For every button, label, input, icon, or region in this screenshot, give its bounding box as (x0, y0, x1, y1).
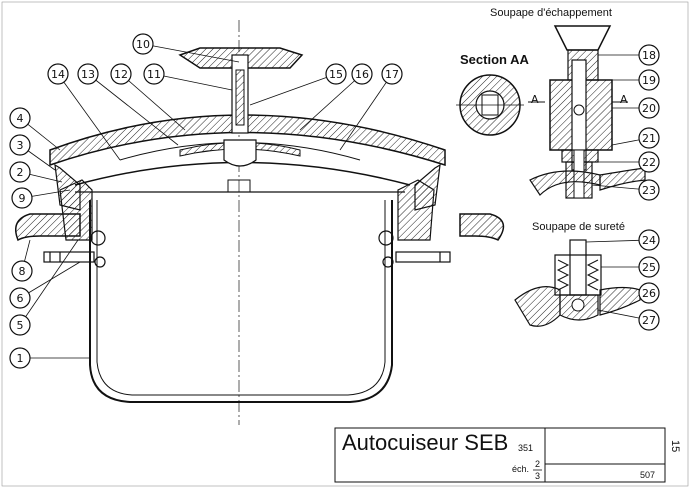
callout-number: 21 (642, 132, 656, 145)
callout-number: 10 (136, 38, 150, 51)
escape-valve-heading: Soupape d'échappement (490, 7, 612, 19)
callout-number: 20 (642, 102, 656, 115)
callout-leader (339, 73, 393, 151)
callout-number: 4 (17, 112, 24, 125)
callout-circle (110, 63, 132, 85)
callout-circle (638, 44, 660, 66)
callout-number: 2 (17, 166, 24, 179)
section-marker-a-right: A (620, 93, 628, 106)
locking-bolts (43, 230, 451, 268)
callout-number: 13 (81, 68, 95, 81)
callout-circle (638, 69, 660, 91)
callout-circle (143, 63, 165, 85)
escape-valve-detail (528, 25, 646, 199)
callout-circle (9, 134, 31, 156)
callout-number: 22 (642, 156, 656, 169)
callout-leader (19, 239, 79, 326)
callout-number: 26 (642, 287, 656, 300)
callout-circle (9, 161, 31, 183)
callout-number: 18 (642, 49, 656, 62)
callout-number: 14 (51, 68, 65, 81)
callout-circle (638, 127, 660, 149)
callout-circle (132, 33, 154, 55)
callout-circle (77, 63, 99, 85)
callout-circle (9, 314, 31, 336)
callout-number: 11 (147, 68, 161, 81)
corner-mark: 15 (669, 440, 681, 452)
callout-number: 1 (17, 352, 24, 365)
callout-circle (638, 282, 660, 304)
callout-circle (9, 347, 31, 369)
callout-circle (47, 63, 69, 85)
callout-number: 16 (355, 68, 369, 81)
callout-circle (638, 229, 660, 251)
callout-number: 19 (642, 74, 656, 87)
callout-leader (87, 73, 179, 146)
callout-circle (11, 187, 33, 209)
callout-leader (153, 73, 233, 91)
scale-numerator: 2 (535, 459, 540, 469)
safety-valve-heading: Soupape de sureté (532, 221, 625, 233)
callout-circle (381, 63, 403, 85)
callout-circle (638, 309, 660, 331)
callout-leader (142, 43, 240, 63)
callout-circle (9, 287, 31, 309)
callout-group: 10 11 12 13 14 15 16 17 4 3 2 9 8 6 5 1 18 19 20 21 22 23 24 25… (9, 33, 660, 369)
section-marker-a-left: A (531, 93, 539, 106)
callout-circle (9, 107, 31, 129)
callout-circle (638, 179, 660, 201)
lid-knob (178, 47, 304, 167)
callout-number: 23 (642, 184, 656, 197)
callout-number: 12 (114, 68, 128, 81)
callout-circle (11, 260, 33, 282)
callout-circle (325, 63, 347, 85)
safety-valve-detail (514, 239, 641, 327)
callout-number: 15 (329, 68, 343, 81)
callout-leader (249, 73, 337, 106)
callout-circle (351, 63, 373, 85)
scale-denominator: 3 (535, 471, 540, 481)
sheet-number: 507 (640, 470, 655, 480)
callout-circle (638, 151, 660, 173)
callout-number: 27 (642, 314, 656, 327)
pot-body (89, 200, 393, 403)
drawing-title: Autocuiseur SEB (342, 430, 508, 455)
callout-circle (638, 256, 660, 278)
drawing-number: 351 (518, 443, 533, 453)
lid (49, 114, 446, 211)
section-aa-view (456, 74, 524, 136)
callout-circle (638, 97, 660, 119)
callout-number: 17 (385, 68, 399, 81)
callout-number: 24 (642, 234, 656, 247)
callout-number: 25 (642, 261, 656, 274)
scale-label: éch. (512, 464, 529, 474)
callout-leader (120, 73, 186, 131)
callout-number: 9 (19, 192, 26, 205)
callout-number: 5 (17, 319, 24, 332)
title-block: Autocuiseur SEB 351 éch. 2 3 507 15 (334, 427, 681, 483)
callout-number: 3 (17, 139, 24, 152)
section-aa-heading: Section AA (460, 52, 529, 67)
callout-number: 8 (19, 265, 26, 278)
callout-leader (57, 73, 121, 161)
callout-leader (299, 73, 363, 131)
callout-number: 6 (17, 292, 24, 305)
callout-leader (19, 261, 81, 299)
